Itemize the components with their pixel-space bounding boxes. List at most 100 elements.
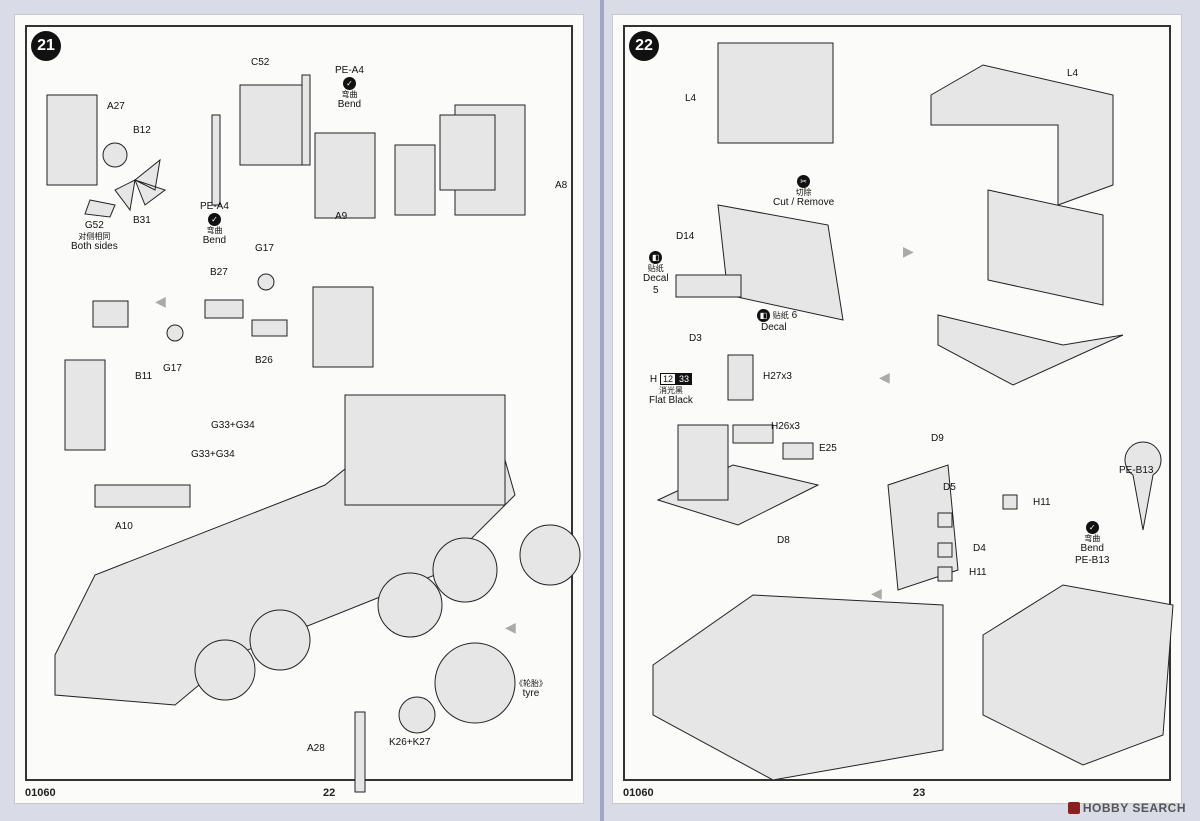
cab-floor-drawing: [937, 314, 1124, 386]
label-bend-en: Bend: [1080, 543, 1104, 555]
label-decal-cn-1: 贴纸: [647, 264, 664, 273]
label-h11-b: H11: [969, 567, 987, 578]
part-b12-drawing: [102, 142, 128, 168]
part-a28-drawing: [354, 711, 366, 793]
part-d14-drawing: [717, 204, 844, 321]
label-d9: D9: [931, 433, 944, 444]
page-frame: [25, 25, 573, 781]
tyre-drawing: [434, 642, 516, 724]
decal-icon: ◧: [757, 309, 770, 322]
label-g52-en: Both sides: [71, 240, 118, 252]
part-a9-drawing: [314, 132, 376, 219]
flow-arrow-icon: ◀: [879, 369, 890, 385]
rear-wheel-1: [377, 572, 443, 638]
label-g52-cn: 对侧相同: [78, 231, 111, 241]
label-a9: A9: [335, 211, 348, 222]
part-d4-drawing: [937, 542, 953, 558]
front-wheel-2: [249, 609, 311, 671]
label-pe-a4-left: PE-A4: [200, 201, 229, 212]
decal-icon: ◧: [649, 251, 663, 264]
watermark-text: HOBBY SEARCH: [1082, 801, 1186, 815]
label-bend-cn-2: 弯曲: [206, 225, 223, 235]
label-pe-a4-top-group: PE-A4 ✓ 弯曲 Bend: [335, 65, 364, 110]
bend-icon: ✓: [1085, 521, 1099, 534]
part-pe-a4-top-drawing: [301, 74, 311, 166]
flow-arrow-icon: ▶: [903, 243, 914, 259]
label-tyre-en: tyre: [522, 688, 540, 700]
label-a10: A10: [115, 521, 133, 532]
label-g52: G52: [84, 220, 104, 231]
label-decal-en-2: Decal: [761, 322, 787, 333]
pe-b13-callout-bubble: [1124, 441, 1162, 531]
watermark: HOBBY SEARCH: [1067, 801, 1186, 815]
label-pe-b13: PE-B13: [1075, 554, 1110, 566]
rear-wheel-2: [432, 537, 498, 603]
part-h11-drawing: [1002, 494, 1018, 510]
watermark-logo-icon: [1067, 802, 1080, 814]
label-g17-bottom: G17: [163, 363, 182, 374]
part-e25-drawing: [782, 442, 814, 460]
part-g52-drawing: [84, 199, 116, 218]
label-b11: B11: [135, 371, 153, 382]
step-number-badge: 22: [629, 31, 659, 61]
label-cut-cn: 切除: [795, 188, 812, 197]
label-decal-en-1: Decal: [643, 273, 669, 285]
truck-cab-drawing: [344, 394, 506, 506]
label-l4-right: L4: [1067, 68, 1079, 79]
right-instruction-page: 22 L4 L4 ✂ 切除 Cut / Remove D14 ◧ 贴纸 Deca…: [612, 14, 1182, 804]
label-b31: B31: [133, 215, 151, 226]
label-h-letter: H: [649, 374, 658, 385]
label-tyre-group: 《轮胎》 tyre: [515, 679, 547, 700]
label-bend-cn: 弯曲: [1084, 534, 1101, 543]
label-decal-6-group: ◧ 贴纸 6 Decal: [757, 309, 797, 334]
page-frame: [623, 25, 1171, 781]
label-k26-k27: K26+K27: [389, 737, 431, 748]
label-bend-cn-1: 弯曲: [341, 89, 358, 99]
label-b27: B27: [210, 267, 228, 278]
flow-arrow-icon: ◀: [155, 293, 166, 309]
label-decal-5-group: ◧ 贴纸 Decal 5: [643, 251, 669, 296]
shroud-drawing: [394, 144, 436, 216]
part-g17-bottom-drawing: [166, 324, 184, 342]
label-d8: D8: [777, 535, 790, 546]
label-h27: H27x3: [763, 371, 792, 382]
label-g17-top: G17: [255, 243, 274, 254]
label-tyre-cn: 《轮胎》: [515, 679, 547, 688]
housing-drawing: [439, 114, 496, 191]
label-pe-b13-callout: PE-B13: [1119, 465, 1154, 476]
label-pe-a4-top: PE-A4: [335, 65, 364, 76]
bend-icon: ✓: [342, 76, 356, 90]
label-pe-b13-group: ✓ 弯曲 Bend PE-B13: [1075, 521, 1109, 566]
part-d3-drawing: [675, 274, 742, 298]
label-b26: B26: [255, 355, 273, 366]
cut-icon: ✂: [797, 175, 811, 188]
paint-code-33: 33: [675, 373, 692, 386]
label-b12: B12: [133, 125, 151, 136]
label-h11-a: H11: [1033, 497, 1051, 508]
label-e25: E25: [819, 443, 837, 454]
label-flat-black-en: Flat Black: [649, 394, 693, 406]
page-number: 23: [913, 787, 926, 799]
label-decal-cn-2: 贴纸: [772, 311, 789, 320]
part-l4-shell-drawing: [930, 64, 1114, 206]
seats-drawing: [677, 424, 729, 501]
part-c52-drawing: [239, 84, 311, 166]
part-g17-top-drawing: [257, 273, 275, 291]
catalog-number: 01060: [25, 787, 56, 799]
part-h26-drawing: [732, 424, 774, 444]
label-a8: A8: [555, 180, 568, 191]
label-d3: D3: [689, 333, 702, 344]
label-l4-top: L4: [685, 93, 697, 104]
exhaust-assembly-drawing: [312, 286, 374, 368]
part-a27-drawing: [46, 94, 98, 186]
label-d4: D4: [973, 543, 986, 554]
part-l4-flat-drawing: [717, 42, 834, 144]
assembly-drawing-step-21: [46, 74, 581, 793]
left-instruction-page: 21 A27 B12 B31 G52 对侧相同 Both sides C52 P…: [14, 14, 584, 804]
book-spine: [600, 0, 604, 821]
label-cut-en: Cut / Remove: [773, 197, 835, 209]
label-pe-a4-left-group: PE-A4 ✓ 弯曲 Bend: [200, 201, 229, 246]
label-bend-en-1: Bend: [337, 98, 362, 110]
catalog-number: 01060: [623, 787, 654, 799]
